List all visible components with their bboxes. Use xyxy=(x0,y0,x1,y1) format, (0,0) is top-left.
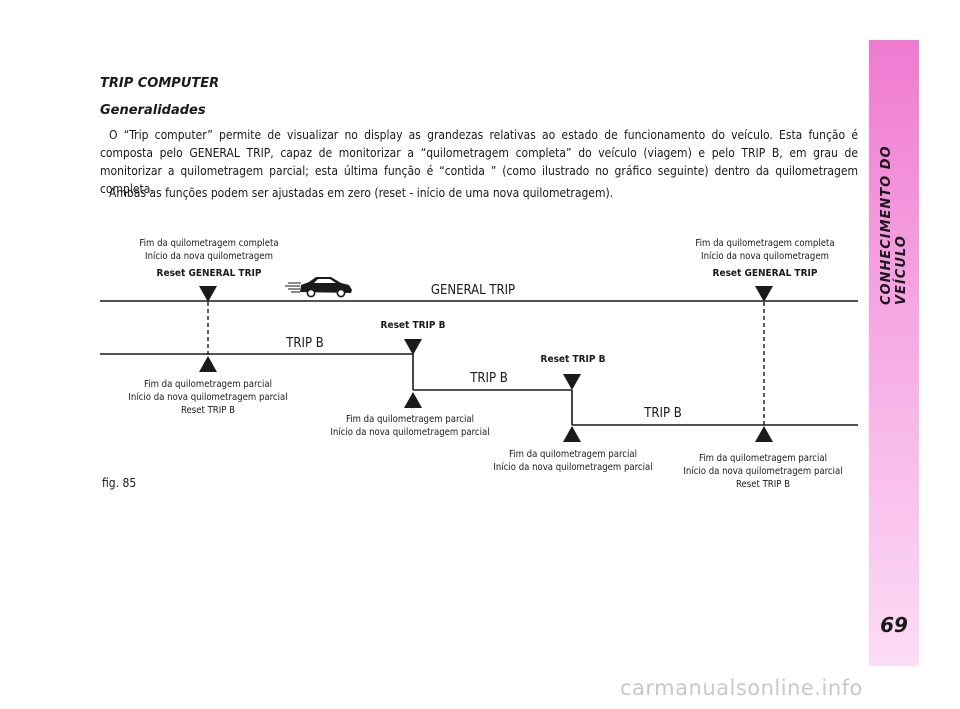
car-icon xyxy=(285,277,352,298)
annotation-partial-mid2-line1: Fim da quilometragem parcial xyxy=(509,449,637,460)
paragraph-intro: O “Trip computer” permite de visualizar … xyxy=(100,128,858,196)
general-trip-label: GENERAL TRIP xyxy=(431,283,515,298)
marker-down-tripb-1 xyxy=(404,339,422,355)
paragraph-reset: Ambas as funções podem ser ajustadas em … xyxy=(109,186,614,200)
trip-b-label-2: TRIP B xyxy=(469,371,508,386)
trip-b-label-1: TRIP B xyxy=(285,336,324,351)
annotation-partial-left-line2: Início da nova quilometragem parcial xyxy=(128,392,287,403)
annotation-general-left-line1: Fim da quilometragem completa xyxy=(139,238,278,249)
annotation-general-right-line2: Início da nova quilometragem xyxy=(701,251,829,262)
sidebar-band xyxy=(869,40,919,666)
annotation-general-left-reset: Reset GENERAL TRIP xyxy=(157,268,262,279)
annotation-reset-tripb-1: Reset TRIP B xyxy=(381,320,446,331)
marker-down-general-right xyxy=(755,286,773,302)
marker-up-tripb-2 xyxy=(563,426,581,442)
subsection-title: Generalidades xyxy=(100,103,206,118)
annotation-partial-mid1-line1: Fim da quilometragem parcial xyxy=(346,414,474,425)
page-number: 69 xyxy=(880,613,908,637)
marker-up-left xyxy=(199,356,217,372)
annotation-partial-mid1-line2: Início da nova quilometragem parcial xyxy=(330,427,489,438)
marker-down-tripb-2 xyxy=(563,374,581,390)
annotation-partial-right-line2: Início da nova quilometragem parcial xyxy=(683,466,842,477)
marker-up-right xyxy=(755,426,773,442)
annotation-general-right-reset: Reset GENERAL TRIP xyxy=(713,268,818,279)
annotation-partial-right-reset: Reset TRIP B xyxy=(736,479,790,490)
annotation-partial-right-line1: Fim da quilometragem parcial xyxy=(699,453,827,464)
annotation-general-right-line1: Fim da quilometragem completa xyxy=(695,238,834,249)
section-title: TRIP COMPUTER xyxy=(100,76,220,91)
annotation-general-left-line2: Início da nova quilometragem xyxy=(145,251,273,262)
annotation-partial-mid2-line2: Início da nova quilometragem parcial xyxy=(493,462,652,473)
annotation-reset-tripb-2: Reset TRIP B xyxy=(541,354,606,365)
marker-down-general-left xyxy=(199,286,217,302)
figure-caption: fig. 85 xyxy=(102,476,137,490)
watermark: carmanualsonline.info xyxy=(620,676,863,700)
marker-up-tripb-1 xyxy=(404,392,422,408)
annotation-partial-left-reset: Reset TRIP B xyxy=(181,405,235,416)
trip-b-label-3: TRIP B xyxy=(643,406,682,421)
annotation-partial-left-line1: Fim da quilometragem parcial xyxy=(144,379,272,390)
